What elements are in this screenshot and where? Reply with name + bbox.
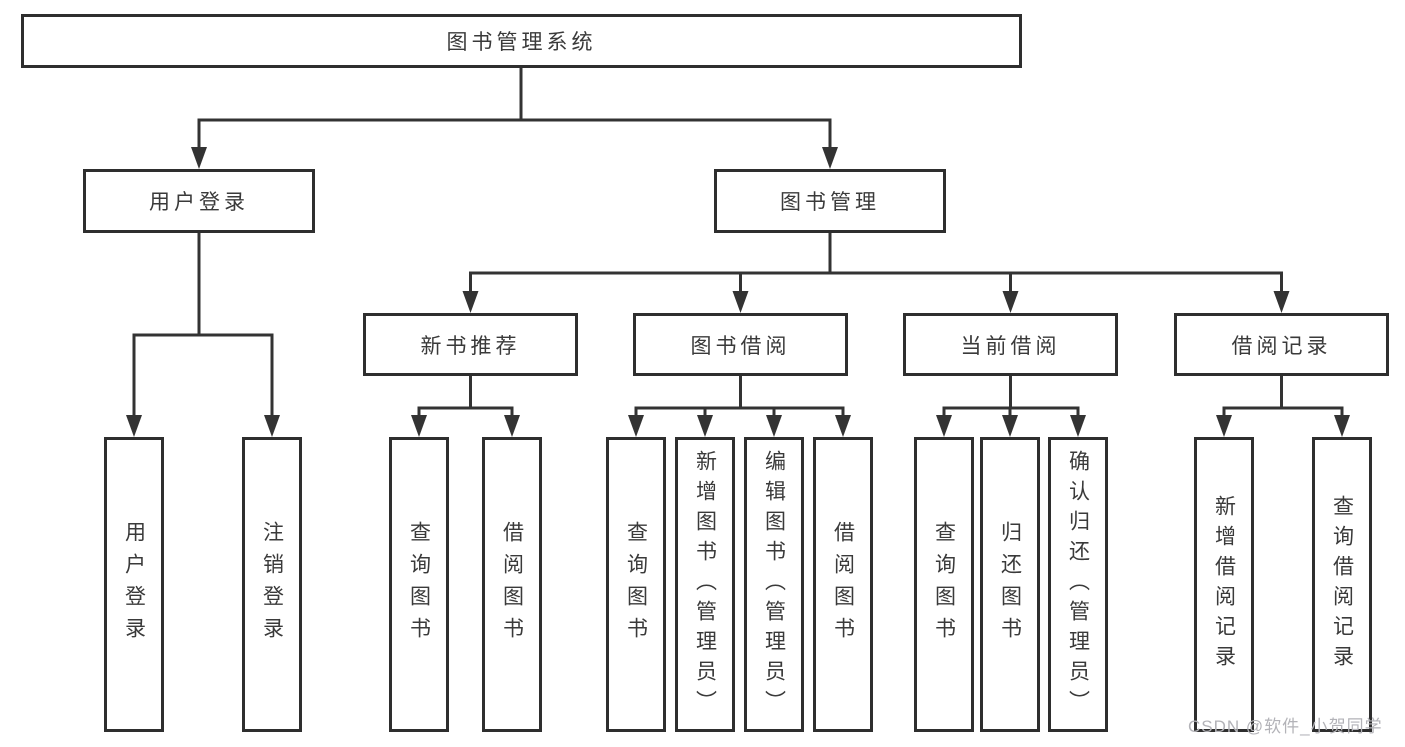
node-label: 借阅图书 bbox=[500, 520, 524, 649]
node-user-login: 用户登录 bbox=[83, 169, 315, 233]
node-label: 当前借阅 bbox=[960, 334, 1061, 358]
node-label: 确认归还（管理员） bbox=[1066, 449, 1090, 720]
node-label: 查询图书 bbox=[932, 520, 956, 649]
node-label: 借阅记录 bbox=[1231, 334, 1332, 358]
node-book-management: 图书管理 bbox=[714, 169, 946, 233]
node-new-book-recommend: 新书推荐 bbox=[363, 313, 578, 376]
leaf-return-books: 归还图书 bbox=[980, 437, 1040, 732]
leaf-query-books-current: 查询图书 bbox=[914, 437, 974, 732]
leaf-add-books-admin: 新增图书（管理员） bbox=[675, 437, 735, 732]
node-label: 查询图书 bbox=[624, 520, 648, 649]
leaf-add-borrow-record: 新增借阅记录 bbox=[1194, 437, 1254, 732]
node-label: 归还图书 bbox=[998, 520, 1022, 649]
leaf-logout: 注销登录 bbox=[242, 437, 302, 732]
node-borrowing-records: 借阅记录 bbox=[1174, 313, 1389, 376]
node-label: 编辑图书（管理员） bbox=[762, 449, 786, 720]
node-label: 查询图书 bbox=[407, 520, 431, 649]
leaf-confirm-return-admin: 确认归还（管理员） bbox=[1048, 437, 1108, 732]
csdn-watermark: CSDN @软件_小贺同学 bbox=[1188, 717, 1383, 736]
node-current-borrowing: 当前借阅 bbox=[903, 313, 1118, 376]
node-book-borrowing: 图书借阅 bbox=[633, 313, 848, 376]
leaf-query-books-borrowing: 查询图书 bbox=[606, 437, 666, 732]
node-label: 借阅图书 bbox=[831, 520, 855, 649]
node-label: 图书借阅 bbox=[690, 334, 791, 358]
leaf-user-login: 用户登录 bbox=[104, 437, 164, 732]
leaf-query-borrow-record: 查询借阅记录 bbox=[1312, 437, 1372, 732]
node-label: 查询借阅记录 bbox=[1330, 494, 1354, 675]
leaf-borrow-books-borrowing: 借阅图书 bbox=[813, 437, 873, 732]
node-label: 新增图书（管理员） bbox=[693, 449, 717, 720]
node-label: 图书管理系统 bbox=[446, 31, 597, 54]
leaf-borrow-books-recommend: 借阅图书 bbox=[482, 437, 542, 732]
node-label: 用户登录 bbox=[149, 191, 249, 214]
leaf-edit-books-admin: 编辑图书（管理员） bbox=[744, 437, 804, 732]
leaf-query-books-recommend: 查询图书 bbox=[389, 437, 449, 732]
node-label: 图书管理 bbox=[780, 191, 880, 214]
node-label: 新书推荐 bbox=[420, 334, 521, 358]
node-label: 新增借阅记录 bbox=[1212, 494, 1236, 675]
node-label: 用户登录 bbox=[122, 520, 146, 649]
node-label: 注销登录 bbox=[260, 520, 284, 649]
node-library-system: 图书管理系统 bbox=[21, 14, 1022, 68]
